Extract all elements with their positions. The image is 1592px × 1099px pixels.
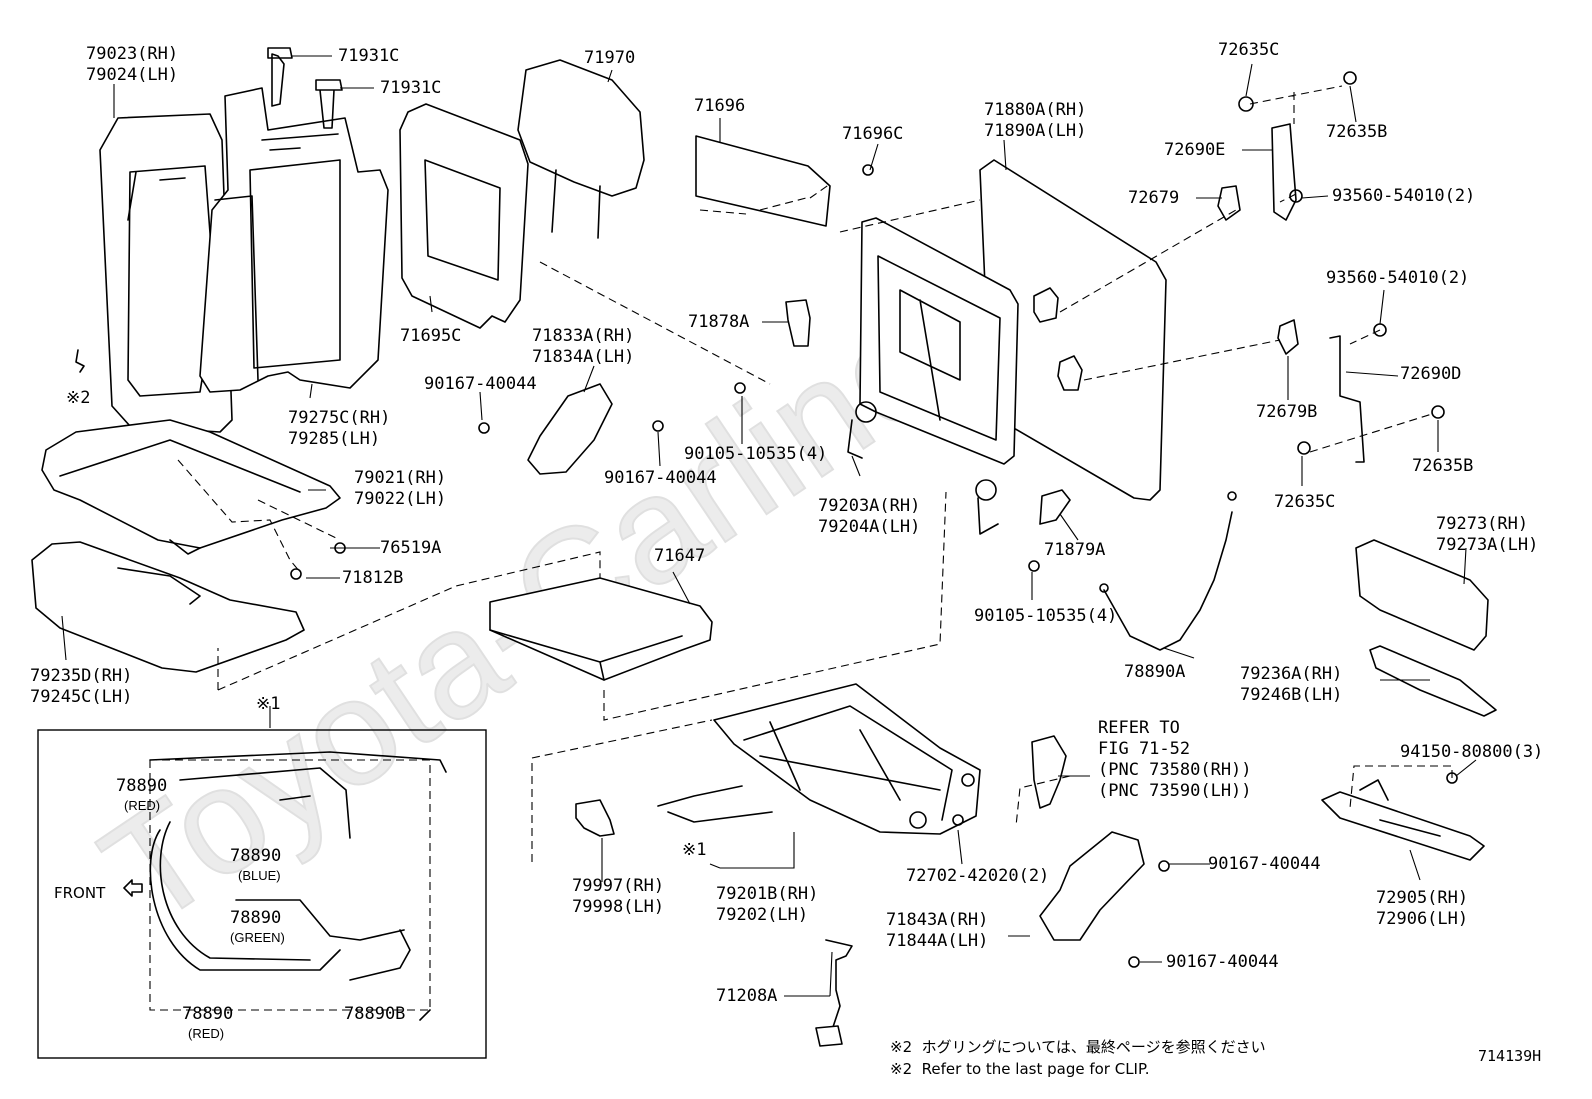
- label-79997: 79997(RH) 79998(LH): [572, 876, 665, 917]
- side-cover-79273: [1355, 539, 1489, 651]
- buckle: [1031, 735, 1067, 809]
- leader-lines: [61, 55, 1477, 997]
- label-72905: 72905(RH) 72906(LH): [1376, 888, 1469, 929]
- label-76519a: 76519A: [380, 538, 442, 558]
- label-78890a: 78890A: [1124, 662, 1186, 682]
- label-90105-a: 90105-10535(4): [684, 444, 828, 464]
- seat-cushion-pad-79235d: [31, 541, 305, 673]
- label-79203a: 79203A(RH) 79204A(LH): [818, 496, 921, 537]
- hook-71878a: [785, 299, 811, 347]
- label-71879a: 71879A: [1044, 540, 1106, 560]
- label-72690e: 72690E: [1164, 140, 1226, 160]
- harness-71208a: [815, 939, 853, 1047]
- label-71931c-a: 71931C: [338, 46, 400, 66]
- label-79021: 79021(RH) 79022(LH): [354, 468, 447, 509]
- label-71878a: 71878A: [688, 312, 750, 332]
- footnote-en: ※2 Refer to the last page for CLIP.: [890, 1060, 1150, 1078]
- hinge-cover-71843a: [1039, 831, 1145, 941]
- label-71695c: 71695C: [400, 326, 462, 346]
- inset-color-red-bot: (RED): [188, 1026, 225, 1041]
- label-79275c: 79275C(RH) 79285(LH): [288, 408, 391, 449]
- label-71833a: 71833A(RH) 71834A(LH): [532, 326, 635, 367]
- ref2-mark: ※2: [66, 388, 91, 408]
- seat-frame-79201b: [713, 683, 981, 835]
- inset-color-green: (GREEN): [230, 930, 285, 945]
- ref1-seat-mark: ※1: [682, 840, 707, 860]
- diagram-id: 714139H: [1478, 1047, 1542, 1065]
- label-71696: 71696: [694, 96, 746, 116]
- label-72635b-bot: 72635B: [1412, 456, 1474, 476]
- seatback-cover-79023: [99, 113, 233, 433]
- label-71208a: 71208A: [716, 986, 778, 1006]
- seat-pad-71647: [489, 577, 713, 681]
- label-71843a: 71843A(RH) 71844A(LH): [886, 910, 989, 951]
- bracket-79236a: [1369, 645, 1497, 717]
- label-79201b: 79201B(RH) 79202(LH): [716, 884, 819, 925]
- label-93560-top: 93560-54010(2): [1332, 186, 1476, 206]
- footnote-jp: ※2 ホグリングについては、最終ページを参照ください: [890, 1038, 1266, 1056]
- inset-box: [37, 729, 487, 1059]
- slide-adjuster-72905: [1321, 779, 1485, 861]
- label-79235d: 79235D(RH) 79245C(LH): [30, 666, 133, 707]
- label-90167-b: 90167-40044: [604, 468, 717, 488]
- label-79023: 79023(RH) 79024(LH): [86, 44, 179, 85]
- front-label: FRONT: [54, 884, 106, 902]
- inset-label-78890-red-bot: 78890: [182, 1004, 234, 1024]
- inset-color-blue: (BLUE): [238, 868, 281, 883]
- seatback-pad-79275c: [199, 87, 389, 393]
- headrest-support-71931c: [267, 47, 343, 129]
- hinge-cover-71833a: [527, 383, 613, 475]
- board-71696: [695, 135, 831, 227]
- label-71880a: 71880A(RH) 71890A(LH): [984, 100, 1087, 141]
- knob-79997: [575, 799, 615, 837]
- ref1-box-mark: ※1: [256, 694, 281, 714]
- label-71931c-b: 71931C: [380, 78, 442, 98]
- hook-71879a: [1039, 489, 1071, 525]
- label-72635c-top: 72635C: [1218, 40, 1280, 60]
- release-cable-78890a: [1099, 491, 1237, 651]
- label-90167-c: 90167-40044: [1208, 854, 1321, 874]
- label-71696c: 71696C: [842, 124, 904, 144]
- inset-label-78890-green: 78890: [230, 908, 282, 928]
- dashed-leaders: [177, 85, 1453, 862]
- label-71812b: 71812B: [342, 568, 404, 588]
- label-71647: 71647: [654, 546, 706, 566]
- label-71970: 71970: [584, 48, 636, 68]
- back-pad-71695c: [399, 103, 529, 329]
- seat-cushion-cover-79021: [41, 419, 341, 555]
- label-94150: 94150-80800(3): [1400, 742, 1544, 762]
- label-72635c-bot: 72635C: [1274, 492, 1336, 512]
- label-79273: 79273(RH) 79273A(LH): [1436, 514, 1539, 555]
- inset-label-78890b: 78890B: [344, 1004, 406, 1024]
- label-90105-b: 90105-10535(4): [974, 606, 1118, 626]
- label-72702: 72702-42020(2): [906, 866, 1050, 886]
- label-90167-d: 90167-40044: [1166, 952, 1279, 972]
- inset-label-78890-red-top: 78890: [116, 776, 168, 796]
- label-72635b-top: 72635B: [1326, 122, 1388, 142]
- inset-color-red-top: (RED): [124, 798, 161, 813]
- label-90167-a: 90167-40044: [424, 374, 537, 394]
- small-cable: [657, 785, 773, 823]
- label-72690d: 72690D: [1400, 364, 1462, 384]
- seatback-frame-79203a: [847, 217, 1019, 535]
- headrest-71970: [517, 59, 645, 239]
- label-refer: REFER TO FIG 71-52 (PNC 73580(RH)) (PNC …: [1098, 718, 1252, 801]
- inset-label-78890-blue: 78890: [230, 846, 282, 866]
- label-72679: 72679: [1128, 188, 1180, 208]
- label-72679b: 72679B: [1256, 402, 1318, 422]
- label-79236a: 79236A(RH) 79246B(LH): [1240, 664, 1343, 705]
- label-93560-mid: 93560-54010(2): [1326, 268, 1470, 288]
- hog-ring-symbol: [75, 349, 85, 373]
